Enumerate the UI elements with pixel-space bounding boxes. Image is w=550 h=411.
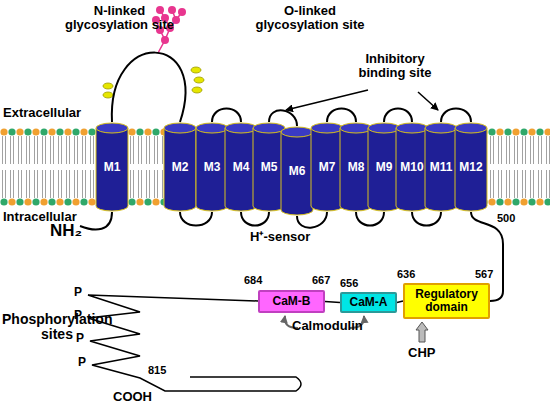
cylinder-top bbox=[281, 127, 313, 137]
helix-label: M3 bbox=[204, 161, 221, 174]
phosphate-mark: P bbox=[78, 356, 86, 369]
domain-label: Regulatory domain bbox=[405, 288, 488, 313]
transmembrane-helix: M1 bbox=[95, 122, 129, 212]
phosphate-mark: P bbox=[76, 332, 84, 345]
helix-label: M4 bbox=[233, 161, 250, 174]
binding-arrow bbox=[416, 322, 428, 342]
callout-text: Phosphorylation sites bbox=[2, 312, 112, 343]
loop-connector bbox=[441, 109, 471, 123]
helix-label: M9 bbox=[376, 161, 393, 174]
cylinder-top bbox=[311, 123, 343, 133]
loop-connector bbox=[180, 212, 212, 226]
cylinder-body bbox=[311, 128, 343, 211]
helix-label: M8 bbox=[348, 161, 365, 174]
cylinder-body bbox=[425, 128, 457, 211]
cylinder-body bbox=[455, 128, 487, 211]
region-label: Extracellular bbox=[3, 106, 81, 120]
loop-connector bbox=[241, 212, 269, 226]
helix-label: M12 bbox=[459, 161, 482, 174]
pointer-arrow bbox=[286, 90, 368, 110]
cylinder-top bbox=[396, 123, 428, 133]
cylinder-top bbox=[455, 123, 487, 133]
helix-label: M1 bbox=[104, 161, 121, 174]
cylinder-top bbox=[425, 123, 457, 133]
terminus-label: COOH bbox=[113, 390, 152, 404]
callout-text: Inhibitory binding site bbox=[345, 52, 445, 81]
loop-connector bbox=[112, 53, 186, 122]
cylinder-body bbox=[225, 128, 257, 211]
transmembrane-helix: M10 bbox=[395, 122, 429, 212]
cylinder-top bbox=[196, 123, 228, 133]
cylinder-top bbox=[253, 123, 285, 133]
helix-label: M10 bbox=[400, 161, 423, 174]
residue-number: 636 bbox=[397, 268, 415, 280]
cylinder-body bbox=[96, 128, 128, 211]
phosphate-mark: P bbox=[74, 309, 82, 322]
loop-connector bbox=[327, 109, 356, 123]
callout-text: CHP bbox=[408, 346, 435, 360]
transmembrane-helix: M7 bbox=[310, 122, 344, 212]
helix-label: M2 bbox=[172, 161, 189, 174]
loop-connector bbox=[384, 109, 412, 123]
cylinder-body bbox=[164, 128, 196, 211]
transmembrane-helix: M2 bbox=[163, 122, 197, 212]
phosphate-mark: P bbox=[74, 286, 82, 299]
loop-connector bbox=[212, 109, 241, 123]
callout-text: H⁺-sensor bbox=[250, 230, 310, 244]
residue-number: 667 bbox=[312, 274, 330, 286]
residue-number: 567 bbox=[475, 268, 493, 280]
callout-text: N-linked glycosylation site bbox=[52, 4, 187, 33]
cylinder-body bbox=[340, 128, 372, 211]
residue-number: 656 bbox=[340, 277, 358, 289]
n-terminus-tail bbox=[80, 212, 112, 229]
cylinder-body bbox=[196, 128, 228, 211]
loop-connector bbox=[356, 212, 384, 226]
callout-text: O-linked glycosylation site bbox=[245, 4, 375, 33]
cylinder-top bbox=[340, 123, 372, 133]
domain-box: CaM-B bbox=[258, 290, 325, 313]
transmembrane-helix: M11 bbox=[424, 122, 458, 212]
loop-connector bbox=[412, 212, 441, 226]
cylinder-body bbox=[281, 132, 313, 215]
chain-connector bbox=[325, 302, 340, 303]
domain-label: CaM-A bbox=[350, 296, 388, 309]
transmembrane-helix: M3 bbox=[195, 122, 229, 212]
helix-label: M11 bbox=[430, 161, 453, 174]
helix-label: M7 bbox=[319, 161, 336, 174]
domain-label: CaM-B bbox=[273, 295, 311, 308]
domain-box: CaM-A bbox=[340, 292, 397, 313]
transmembrane-helix: M12 bbox=[454, 122, 488, 212]
transmembrane-helix: M6 bbox=[280, 126, 314, 216]
terminus-label: NH₂ bbox=[50, 222, 82, 241]
helix-label: M6 bbox=[289, 165, 306, 178]
cylinder-top bbox=[225, 123, 257, 133]
callout-text: Calmodulin bbox=[292, 319, 363, 333]
cylinder-body bbox=[368, 128, 400, 211]
residue-number: 500 bbox=[497, 212, 515, 224]
residue-number: 684 bbox=[244, 274, 262, 286]
cylinder-top bbox=[164, 123, 196, 133]
pointer-arrow bbox=[418, 92, 438, 110]
domain-box: Regulatory domain bbox=[403, 283, 490, 319]
cylinder-top bbox=[96, 123, 128, 133]
residue-number: 815 bbox=[148, 364, 166, 376]
cylinder-top bbox=[368, 123, 400, 133]
cylinder-body bbox=[253, 128, 285, 211]
helix-label: M5 bbox=[261, 161, 278, 174]
cylinder-body bbox=[396, 128, 428, 211]
